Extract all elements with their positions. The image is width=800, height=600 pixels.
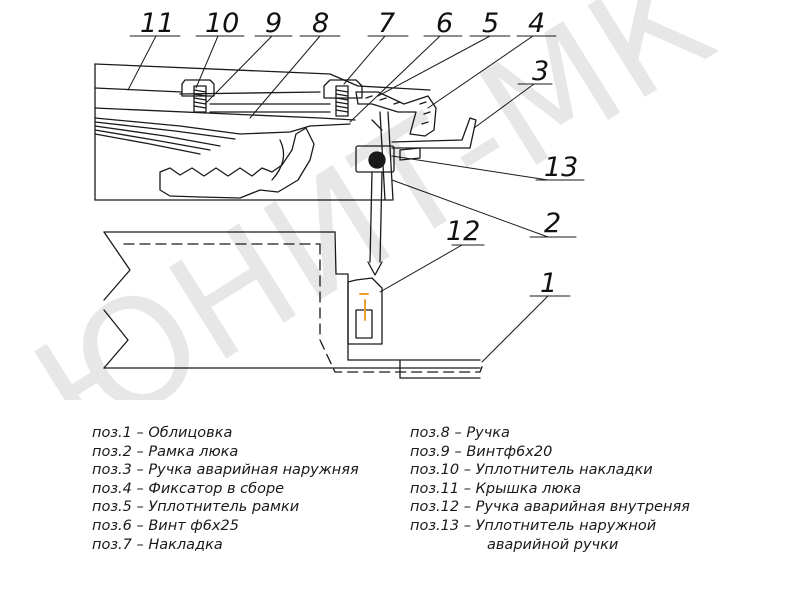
legend-item: поз.4 – Фиксатор в сборе bbox=[92, 480, 285, 497]
legend-item: поз.10 – Уплотнитель накладки bbox=[410, 462, 653, 479]
inner-handle-part bbox=[159, 127, 315, 199]
callout-label: 10 bbox=[205, 8, 239, 39]
legend-item: поз.2 – Рамка люка bbox=[92, 443, 239, 460]
parts-legend-left: поз.1 – Облицовка поз.2 – Рамка люка поз… bbox=[92, 424, 359, 554]
callout-label: 8 bbox=[312, 8, 329, 39]
seal-10-part bbox=[181, 79, 215, 113]
callout-label: 9 bbox=[265, 8, 282, 39]
callout-label: 3 bbox=[532, 56, 549, 87]
overlay-7-part bbox=[323, 79, 363, 117]
legend-item: поз.7 – Накладка bbox=[92, 536, 223, 553]
legend-item: поз.1 – Облицовка bbox=[92, 425, 233, 441]
callout-labels: 11 10 9 8 7 6 5 4 3 13 2 12 1 bbox=[140, 8, 578, 299]
legend-item: поз.5 – Уплотнитель рамки bbox=[92, 499, 300, 516]
callout-label: 11 bbox=[140, 8, 174, 39]
frame-part bbox=[179, 91, 331, 113]
legend-item: поз.12 – Ручка аварийная внутреняя bbox=[410, 499, 690, 516]
hatch-cover-part bbox=[94, 63, 431, 201]
leader-lines bbox=[127, 35, 585, 363]
legend-item: поз.3 – Ручка аварийная наружняя bbox=[92, 462, 359, 479]
callout-label: 2 bbox=[544, 208, 561, 239]
legend-item: поз.6 – Винт ф6х25 bbox=[92, 517, 239, 534]
parts-legend-right: поз.8 – Ручка поз.9 – Винтф6х20 поз.10 –… bbox=[410, 424, 690, 554]
legend-item: поз.13 – Уплотнитель наружной bbox=[410, 517, 657, 534]
legend-item: поз.9 – Винтф6х20 bbox=[410, 443, 553, 460]
callout-label: 4 bbox=[528, 8, 545, 39]
callout-label: 1 bbox=[540, 268, 557, 299]
lining-part bbox=[103, 231, 485, 379]
legend-item-continuation: аварийной ручки bbox=[487, 536, 619, 553]
hatch-assembly-drawing: 11 10 9 8 7 6 5 4 3 13 2 12 1 ЮНИТ-МК bbox=[6, 0, 740, 400]
callout-label: 6 bbox=[436, 8, 453, 39]
legend-item: поз.11 – Крышка люка bbox=[410, 480, 582, 497]
callout-label: 5 bbox=[482, 8, 499, 39]
callout-label: 13 bbox=[544, 152, 578, 183]
outer-handle-part bbox=[391, 117, 477, 161]
lock-seal-13-part bbox=[355, 145, 395, 276]
callout-label: 7 bbox=[378, 8, 395, 39]
legend-item: поз.8 – Ручка bbox=[410, 425, 510, 441]
callout-label: 12 bbox=[446, 216, 480, 247]
inner-handle-12-part bbox=[347, 277, 383, 345]
